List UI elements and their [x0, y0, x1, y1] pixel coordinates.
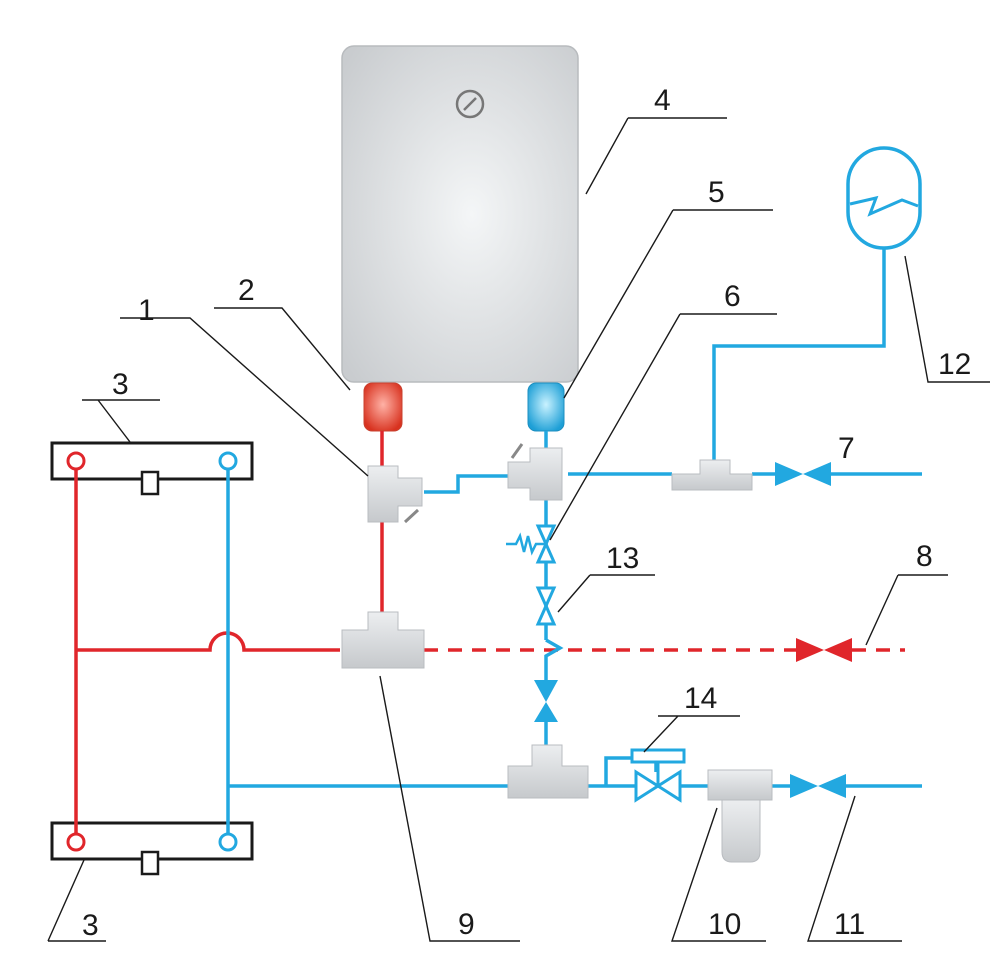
label-6: 6: [724, 280, 741, 313]
label-7: 7: [838, 432, 855, 465]
hot-water-pipes: [74, 431, 905, 836]
water-heater: [341, 45, 579, 432]
label-1: 1: [138, 294, 155, 327]
expansion-tank-tee: [671, 459, 753, 491]
gauge-icon: [455, 89, 485, 119]
collector-bottom-hot-port: [66, 832, 86, 852]
drain-valve: [534, 680, 558, 722]
cold-inlet-connector: [527, 382, 565, 432]
expansion-tank: [846, 146, 922, 250]
label-2: 2: [238, 274, 255, 307]
water-filter-10: [707, 769, 773, 863]
hot-tee-9: [341, 611, 425, 669]
label-13: 13: [606, 542, 639, 575]
safety-valve-6: [506, 524, 557, 564]
boiler-cold-tee: [507, 443, 563, 501]
label-3-top: 3: [112, 368, 129, 401]
label-8: 8: [916, 540, 933, 573]
hot-outlet-connector: [363, 382, 403, 432]
label-3-bottom: 3: [82, 909, 99, 942]
collector-bottom-cold-port: [218, 832, 238, 852]
label-10: 10: [708, 908, 741, 941]
label-9: 9: [458, 908, 475, 941]
check-valve-13: [535, 586, 557, 626]
shutoff-valve-7: [775, 462, 831, 486]
shutoff-valve-11: [790, 774, 846, 798]
pressure-reducer-14: [630, 748, 686, 803]
leader-lines: [47, 117, 990, 942]
label-11: 11: [834, 908, 865, 941]
collector-top: [50, 441, 254, 496]
label-4: 4: [654, 84, 671, 117]
label-5: 5: [708, 176, 725, 209]
collector-top-hot-port: [66, 451, 86, 471]
label-14: 14: [684, 682, 717, 715]
cold-water-pipes: [226, 248, 922, 836]
label-12: 12: [938, 348, 971, 381]
collector-top-cold-port: [218, 451, 238, 471]
cold-inlet-tee: [507, 744, 589, 799]
hot-shutoff-valve-8: [796, 638, 852, 662]
boiler-hot-tee: [367, 465, 423, 524]
